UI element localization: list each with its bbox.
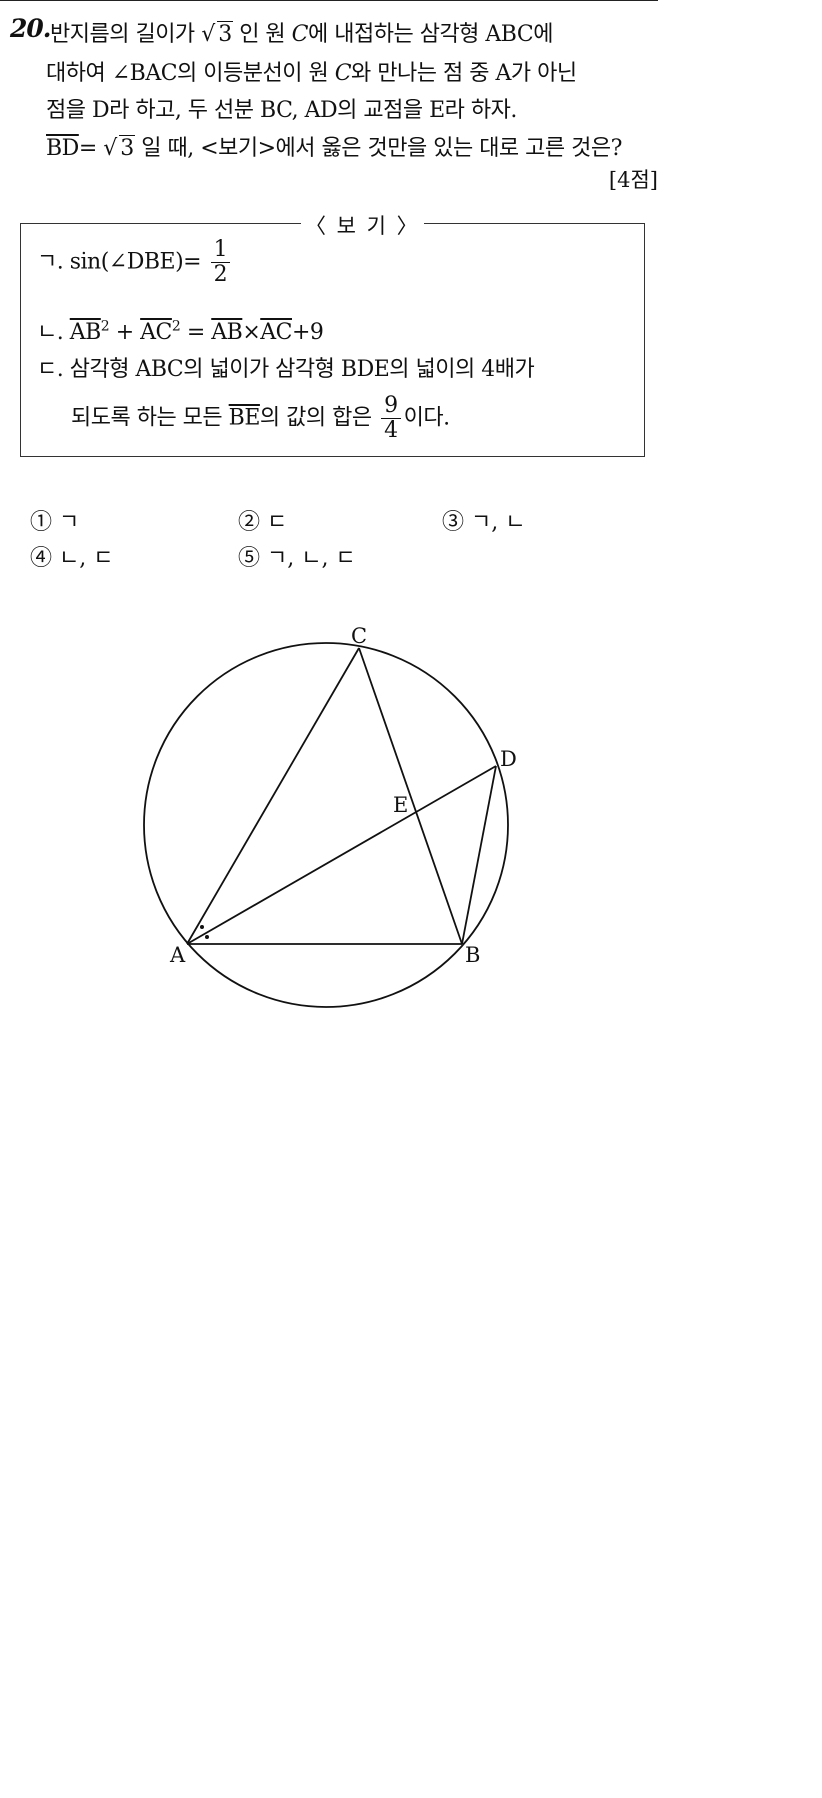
question-number: 20. bbox=[10, 14, 51, 43]
label-a: A bbox=[169, 943, 186, 967]
choice-3[interactable]: ③ ㄱ, ㄴ bbox=[442, 510, 526, 535]
segment-be: BE bbox=[228, 405, 261, 431]
label-e: E bbox=[393, 793, 408, 817]
item-text: ㄱ. sin(∠DBE)= bbox=[37, 249, 202, 275]
radicand: 3 bbox=[119, 135, 135, 161]
choice-2[interactable]: ② ㄷ bbox=[238, 510, 288, 535]
top-rule bbox=[0, 0, 658, 1]
circle-name: C bbox=[291, 22, 309, 47]
angle-mark-dot bbox=[205, 935, 209, 939]
choice-4[interactable]: ④ ㄴ, ㄷ bbox=[30, 546, 114, 571]
sqrt-three: 3 bbox=[201, 21, 233, 47]
text-segment: 대하여 ∠BAC의 이등분선이 원 bbox=[46, 61, 329, 86]
circle-name: C bbox=[334, 61, 352, 86]
segment-bd bbox=[461, 765, 497, 945]
numerator: 9 bbox=[381, 394, 401, 419]
radicand: 3 bbox=[217, 21, 233, 47]
segment-bc bbox=[358, 647, 463, 945]
fraction-nine-quarters: 9 4 bbox=[381, 394, 401, 443]
segment-ac: AC bbox=[260, 320, 292, 345]
item-text: 이다. bbox=[403, 405, 450, 431]
segment-ac bbox=[186, 647, 360, 945]
text-segment: 에 내접하는 삼각형 ABC에 bbox=[308, 22, 553, 47]
equals-sign: = bbox=[78, 136, 97, 161]
question-line-3: 점을 D라 하고, 두 선분 BC, AD의 교점을 E라 하자. bbox=[46, 98, 517, 123]
text-segment: 일 때, <보기>에서 옳은 것만을 있는 대로 고른 것은? bbox=[141, 136, 622, 161]
question-line-1: 반지름의 길이가 3 인 원 C에 내접하는 삼각형 ABC에 bbox=[50, 16, 553, 48]
text-segment: 반지름의 길이가 bbox=[50, 22, 195, 47]
score-label: [4점] bbox=[608, 168, 658, 192]
choice-1[interactable]: ① ㄱ bbox=[30, 510, 80, 535]
item-text: 되도록 하는 모든 bbox=[71, 405, 223, 431]
segment-ab: AB bbox=[69, 320, 102, 345]
angle-mark-dot bbox=[200, 925, 204, 929]
text-segment: 와 만나는 점 중 A가 아닌 bbox=[351, 61, 577, 86]
denominator: 4 bbox=[384, 418, 398, 443]
item-text: 의 값의 합은 bbox=[259, 405, 372, 431]
question-line-4: BD= 3 일 때, <보기>에서 옳은 것만을 있는 대로 고른 것은? bbox=[46, 130, 622, 162]
label-b: B bbox=[465, 943, 480, 967]
item-text: ㄴ. bbox=[37, 320, 64, 345]
question-line-2: 대하여 ∠BAC의 이등분선이 원 C와 만나는 점 중 A가 아닌 bbox=[46, 55, 577, 87]
bogi-box: 〈 보 기 〉 ㄱ. sin(∠DBE)= 1 2 ㄴ. AB2 + AC2 =… bbox=[20, 210, 645, 457]
exponent: 2 bbox=[100, 318, 110, 335]
numerator: 1 bbox=[210, 238, 231, 263]
label-c: C bbox=[351, 624, 367, 648]
denominator: 2 bbox=[213, 262, 228, 287]
equals-sign: = bbox=[186, 320, 205, 345]
bogi-title: 〈 보 기 〉 bbox=[301, 210, 424, 240]
text-segment: 인 원 bbox=[239, 22, 286, 47]
bogi-item-2: ㄴ. AB2 + AC2 = AB×AC+9 bbox=[37, 314, 324, 346]
sqrt-three: 3 bbox=[103, 135, 135, 161]
circumcircle bbox=[143, 642, 509, 1008]
exponent: 2 bbox=[171, 318, 181, 335]
bogi-item-3-line-2: 되도록 하는 모든 BE의 값의 합은 9 4 이다. bbox=[71, 394, 450, 443]
segment-bd: BD bbox=[46, 136, 79, 161]
fraction-one-half: 1 2 bbox=[210, 238, 231, 287]
label-d: D bbox=[500, 747, 517, 771]
times-sign: × bbox=[242, 320, 261, 345]
segment-ab: AB bbox=[211, 320, 243, 345]
bogi-item-3-line-1: ㄷ. 삼각형 ABC의 넓이가 삼각형 BDE의 넓이의 4배가 bbox=[37, 357, 535, 382]
plus-sign: + bbox=[115, 320, 134, 345]
segment-ac: AC bbox=[140, 320, 172, 345]
choice-5[interactable]: ⑤ ㄱ, ㄴ, ㄷ bbox=[238, 546, 356, 571]
segment-ad bbox=[186, 765, 497, 945]
item-text: +9 bbox=[291, 320, 324, 345]
bogi-item-1: ㄱ. sin(∠DBE)= 1 2 bbox=[37, 238, 233, 287]
